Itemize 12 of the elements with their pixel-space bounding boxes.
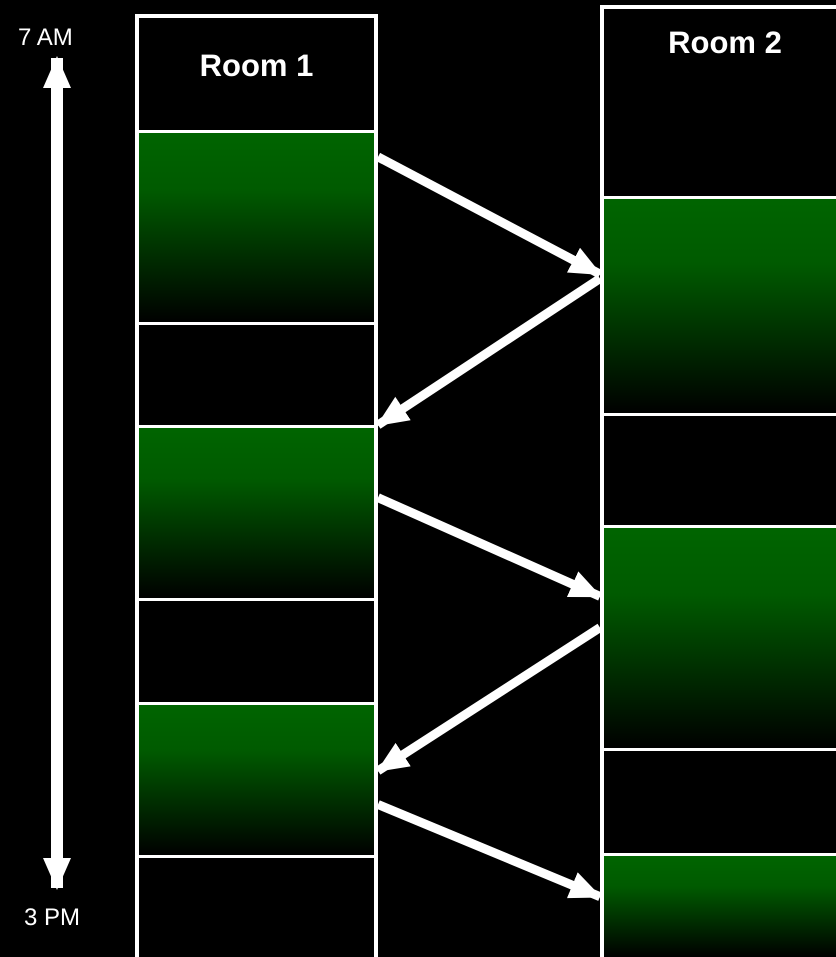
arrow: [376, 800, 602, 901]
arrow: [376, 152, 602, 278]
arrow: [376, 624, 602, 775]
room-column: [600, 5, 836, 957]
column-heading: Room 2: [668, 25, 782, 61]
arrow: [376, 494, 602, 600]
booked-slot: [604, 853, 836, 957]
time-label: 3 PM: [24, 904, 80, 932]
time-label: 7 AM: [18, 24, 73, 52]
arrow: [376, 274, 602, 429]
column-heading: Room 1: [200, 48, 314, 84]
room-column: [135, 14, 378, 957]
